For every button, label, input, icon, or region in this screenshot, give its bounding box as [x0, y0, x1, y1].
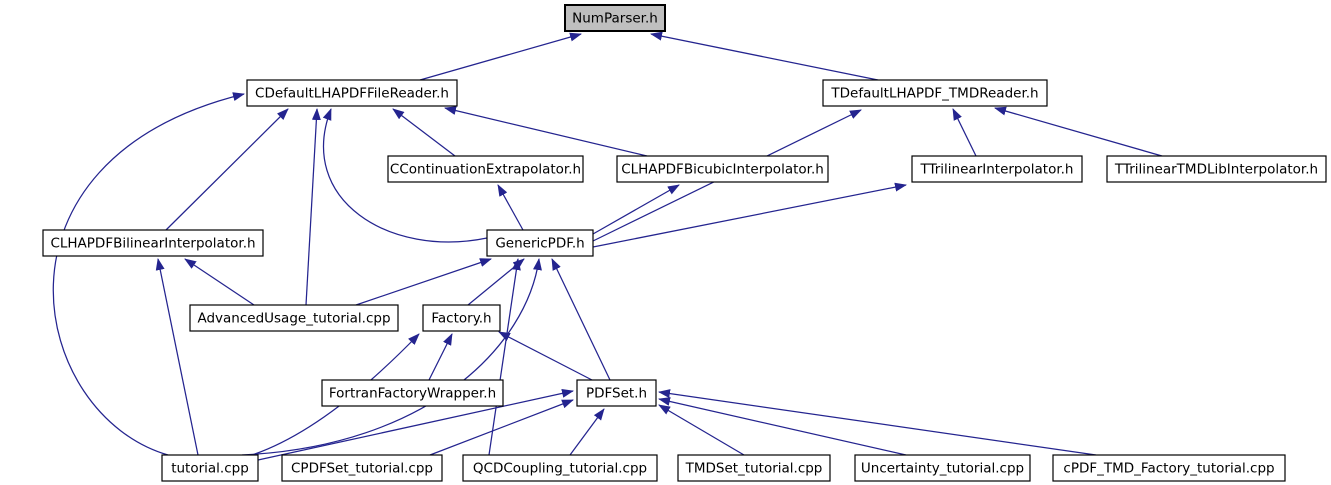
node-box-ttmdlib[interactable] — [1106, 155, 1327, 183]
node-label-tdefault-tmdreader: TDefaultLHAPDF_TMDReader.h — [830, 86, 1038, 102]
node-label-tutorial: tutorial.cpp — [171, 461, 249, 477]
edge-advancedusage-to-cdefault-reader — [305, 108, 321, 306]
node-label-cbicubic: CLHAPDFBicubicInterpolator.h — [621, 162, 824, 178]
node-label-fortranwrapper: FortranFactoryWrapper.h — [329, 386, 496, 402]
edge-tmdset-to-pdfset — [658, 404, 745, 456]
node-label-pdfset: PDFSet.h — [586, 386, 647, 402]
node-label-advancedusage: AdvancedUsage_tutorial.cpp — [197, 311, 390, 327]
node-cpdfset[interactable]: CPDFSet_tutorial.cpp — [281, 454, 443, 482]
edge-layer — [52, 31, 1163, 461]
node-box-tdefault-tmdreader[interactable] — [822, 79, 1048, 107]
node-box-fortranwrapper[interactable] — [321, 379, 504, 407]
node-box-pdfset[interactable] — [576, 379, 657, 407]
node-label-genericpdf: GenericPDF.h — [495, 236, 584, 252]
edge-advancedusage-to-genericpdf — [355, 258, 492, 306]
node-box-cbicubic[interactable] — [616, 155, 829, 183]
node-qcdcoupling[interactable]: QCDCoupling_tutorial.cpp — [462, 454, 658, 482]
edge-cpdfset-to-pdfset — [429, 399, 574, 456]
edge-tutorial-to-pdfset — [257, 388, 574, 461]
node-box-cbilinear[interactable] — [42, 229, 264, 257]
node-tdefault-tmdreader[interactable]: TDefaultLHAPDF_TMDReader.h — [822, 79, 1048, 107]
node-label-cpdfset: CPDFSet_tutorial.cpp — [291, 461, 433, 477]
node-box-advancedusage[interactable] — [189, 304, 399, 332]
edge-genericpdf-to-ttrilinear — [592, 182, 907, 248]
node-uncertainty[interactable]: Uncertainty_tutorial.cpp — [854, 454, 1031, 482]
node-pdfset[interactable]: PDFSet.h — [576, 379, 657, 407]
edge-genericpdf-to-cbicubic — [592, 184, 680, 235]
node-genericpdf[interactable]: GenericPDF.h — [486, 229, 594, 257]
node-label-cdefault-reader: CDefaultLHAPDFFileReader.h — [255, 86, 449, 102]
node-advancedusage[interactable]: AdvancedUsage_tutorial.cpp — [189, 304, 399, 332]
node-box-numparser[interactable] — [564, 4, 666, 32]
edge-fortranwrapper-to-factory — [428, 333, 453, 381]
node-fortranwrapper[interactable]: FortranFactoryWrapper.h — [321, 379, 504, 407]
edge-ttmdlib-to-tdefault-tmdreader — [994, 106, 1163, 157]
node-cpdftmdfactory[interactable]: cPDF_TMD_Factory_tutorial.cpp — [1052, 454, 1286, 482]
edge-tutorial-to-cbilinear — [155, 258, 199, 456]
node-numparser[interactable]: NumParser.h — [564, 4, 666, 32]
node-label-tmdset: TMDSet_tutorial.cpp — [685, 461, 823, 477]
node-cbilinear[interactable]: CLHAPDFBilinearInterpolator.h — [42, 229, 264, 257]
edge-uncertainty-to-pdfset — [658, 397, 907, 456]
node-ttmdlib[interactable]: TTrilinearTMDLibInterpolator.h — [1106, 155, 1327, 183]
node-box-uncertainty[interactable] — [854, 454, 1031, 482]
node-box-ccontinuation[interactable] — [387, 155, 584, 183]
node-label-numparser: NumParser.h — [572, 11, 658, 27]
node-factory[interactable]: Factory.h — [422, 304, 501, 332]
edge-tdefault-tmdreader-to-numparser — [650, 31, 879, 81]
node-ttrilinear[interactable]: TTrilinearInterpolator.h — [911, 155, 1083, 183]
edge-qcdcoupling-to-pdfset — [569, 408, 605, 456]
node-cbicubic[interactable]: CLHAPDFBicubicInterpolator.h — [616, 155, 829, 183]
edge-genericpdf-to-cdefault-reader — [322, 108, 488, 243]
node-label-ttrilinear: TTrilinearInterpolator.h — [919, 162, 1073, 178]
node-box-qcdcoupling[interactable] — [462, 454, 658, 482]
node-label-ttmdlib: TTrilinearTMDLibInterpolator.h — [1114, 162, 1318, 178]
node-label-cpdftmdfactory: cPDF_TMD_Factory_tutorial.cpp — [1063, 461, 1274, 477]
node-box-cdefault-reader[interactable] — [246, 79, 458, 107]
node-box-cpdfset[interactable] — [281, 454, 443, 482]
edge-qcdcoupling-to-genericpdf — [488, 258, 521, 456]
edge-tutorial-to-cdefault-reader — [52, 92, 245, 456]
node-tutorial[interactable]: tutorial.cpp — [161, 454, 259, 482]
edge-cbicubic-to-cdefault-reader — [444, 106, 648, 157]
node-box-cpdftmdfactory[interactable] — [1052, 454, 1286, 482]
node-box-genericpdf[interactable] — [486, 229, 594, 257]
node-box-tutorial[interactable] — [161, 454, 259, 482]
edge-ccontinuation-to-cdefault-reader — [392, 108, 456, 157]
node-box-factory[interactable] — [422, 304, 501, 332]
node-label-ccontinuation: CContinuationExtrapolator.h — [390, 162, 581, 178]
node-label-uncertainty: Uncertainty_tutorial.cpp — [861, 461, 1024, 477]
edge-cdefault-reader-to-numparser — [419, 32, 582, 81]
node-tmdset[interactable]: TMDSet_tutorial.cpp — [677, 454, 831, 482]
edge-cbilinear-to-cdefault-reader — [165, 108, 289, 231]
node-cdefault-reader[interactable]: CDefaultLHAPDFFileReader.h — [246, 79, 458, 107]
edge-factory-to-genericpdf — [467, 258, 525, 306]
edge-ttrilinear-to-tdefault-tmdreader — [952, 108, 977, 157]
edge-pdfset-to-genericpdf — [551, 258, 611, 381]
node-box-ttrilinear[interactable] — [911, 155, 1083, 183]
node-box-tmdset[interactable] — [677, 454, 831, 482]
edge-tutorial-to-genericpdf — [241, 258, 542, 456]
edge-advancedusage-to-cbilinear — [184, 258, 255, 306]
edge-cpdftmdfactory-to-pdfset — [658, 389, 1097, 456]
edge-pdfset-to-factory — [498, 331, 593, 381]
edge-genericpdf-to-ccontinuation — [497, 184, 524, 231]
node-ccontinuation[interactable]: CContinuationExtrapolator.h — [387, 155, 584, 183]
node-label-cbilinear: CLHAPDFBilinearInterpolator.h — [50, 236, 255, 252]
node-label-factory: Factory.h — [431, 311, 491, 327]
node-label-qcdcoupling: QCDCoupling_tutorial.cpp — [473, 461, 647, 477]
